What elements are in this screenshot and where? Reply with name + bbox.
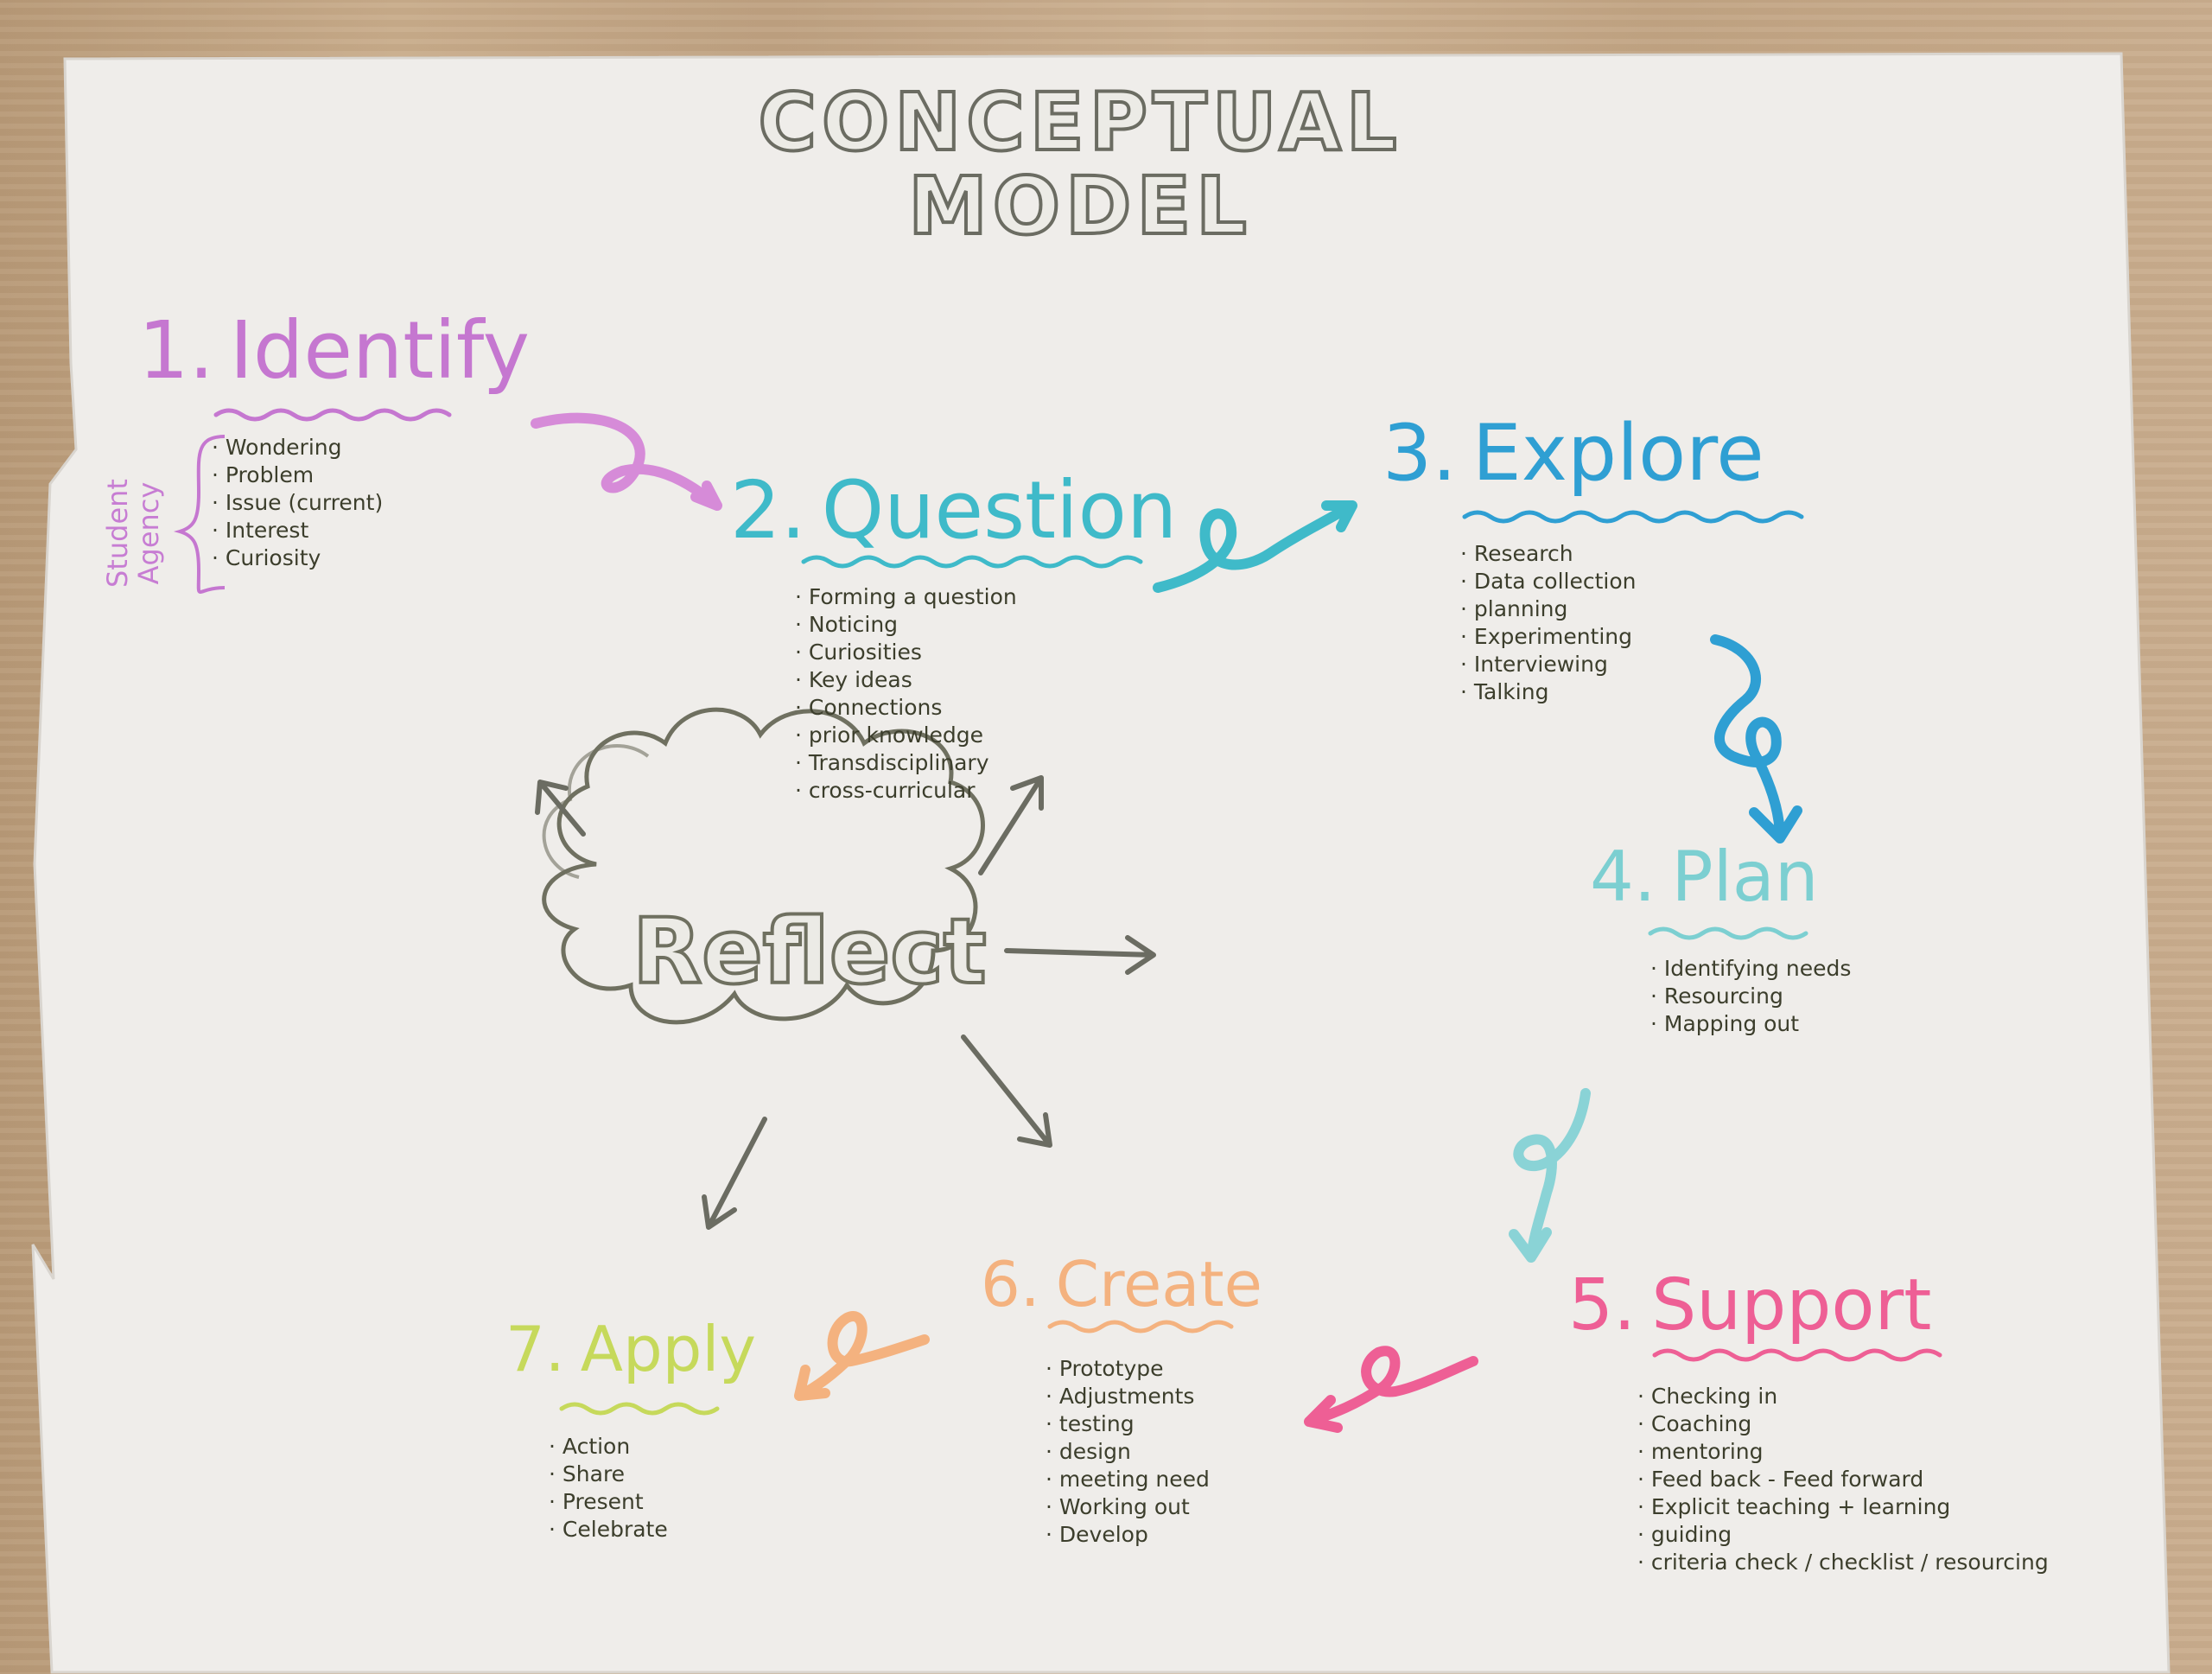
step-2-number: 2.: [730, 464, 806, 557]
step-4-items: Identifying needsResourcingMapping out: [1650, 955, 1851, 1038]
list-item: Coaching: [1637, 1410, 2049, 1438]
reflect-label: Reflect: [631, 897, 988, 1006]
list-item: testing: [1046, 1410, 1210, 1438]
list-item: Present: [549, 1488, 668, 1516]
list-item: Curiosity: [212, 544, 383, 572]
step-6-number: 6.: [981, 1248, 1040, 1321]
step-6-heading: 6.Create: [981, 1253, 1262, 1315]
list-item: Identifying needs: [1650, 955, 1851, 983]
step-1-number: 1.: [138, 304, 214, 397]
step-2-label: Question: [821, 464, 1178, 557]
arrow-4-to-5: [1509, 1088, 1591, 1263]
paper-sheet: [31, 52, 2171, 1674]
underline-question: [801, 555, 1143, 569]
underline-support: [1652, 1348, 1942, 1362]
underline-apply: [559, 1402, 720, 1416]
list-item: Research: [1460, 540, 1637, 568]
list-item: Mapping out: [1650, 1010, 1851, 1038]
list-item: Share: [549, 1461, 668, 1488]
list-item: Wondering: [212, 434, 383, 461]
reflect-arrows: [535, 775, 1156, 1230]
list-item: Feed back - Feed forward: [1637, 1466, 2049, 1493]
list-item: Celebrate: [549, 1516, 668, 1544]
list-item: Forming a question: [795, 583, 1017, 611]
list-item: Noticing: [795, 611, 1017, 639]
underline-plan: [1648, 926, 1808, 940]
list-item: meeting need: [1046, 1466, 1210, 1493]
step-5-number: 5.: [1568, 1264, 1637, 1346]
list-item: Key ideas: [795, 666, 1017, 694]
arrow-2-to-3: [1153, 500, 1357, 593]
list-item: Interviewing: [1460, 651, 1637, 678]
step-6-items: PrototypeAdjustmentstestingdesignmeeting…: [1046, 1355, 1210, 1549]
underline-create: [1047, 1320, 1234, 1333]
list-item: Checking in: [1637, 1383, 2049, 1410]
title-line-1: CONCEPTUAL: [757, 74, 1402, 170]
step-1-items: WonderingProblemIssue (current)InterestC…: [212, 434, 383, 572]
list-item: Develop: [1046, 1521, 1210, 1549]
step-4-number: 4.: [1590, 837, 1656, 917]
list-item: Interest: [212, 517, 383, 544]
arrow-6-to-7: [794, 1311, 930, 1401]
list-item: Experimenting: [1460, 623, 1637, 651]
list-item: design: [1046, 1438, 1210, 1466]
step-1-heading: 1.Identify: [138, 311, 530, 391]
reflect-cloud: [542, 707, 985, 1025]
list-item: guiding: [1637, 1521, 2049, 1549]
list-item: Resourcing: [1650, 983, 1851, 1010]
underline-identify: [213, 408, 452, 422]
list-item: Talking: [1460, 678, 1637, 706]
list-item: mentoring: [1637, 1438, 2049, 1466]
step-1-label: Identify: [229, 304, 531, 397]
title-line-2: MODEL: [906, 158, 1252, 254]
list-item: criteria check / checklist / resourcing: [1637, 1549, 2049, 1576]
underline-explore: [1462, 510, 1804, 524]
step-5-label: Support: [1651, 1264, 1932, 1346]
list-item: Explicit teaching + learning: [1637, 1493, 2049, 1521]
step-5-items: Checking inCoachingmentoringFeed back - …: [1637, 1383, 2049, 1576]
list-item: Adjustments: [1046, 1383, 1210, 1410]
list-item: Transdisciplinary: [795, 749, 1017, 777]
list-item: prior knowledge: [795, 722, 1017, 749]
step-2-items: Forming a questionNoticingCuriositiesKey…: [795, 583, 1017, 805]
list-item: Problem: [212, 461, 383, 489]
student-agency-line-2: Agency: [132, 481, 165, 585]
step-7-heading: 7.Apply: [505, 1318, 756, 1380]
step-3-items: ResearchData collectionplanningExperimen…: [1460, 540, 1637, 706]
step-4-label: Plan: [1671, 837, 1819, 917]
list-item: planning: [1460, 595, 1637, 623]
step-4-heading: 4.Plan: [1590, 843, 1819, 912]
step-3-number: 3.: [1382, 408, 1457, 499]
arrow-1-to-2: [531, 412, 722, 511]
step-7-label: Apply: [580, 1313, 756, 1385]
list-item: Data collection: [1460, 568, 1637, 595]
student-agency-label: Student Agency: [101, 479, 165, 588]
list-item: Action: [549, 1433, 668, 1461]
step-3-label: Explore: [1471, 408, 1764, 499]
step-2-heading: 2.Question: [730, 471, 1177, 551]
step-7-items: ActionSharePresentCelebrate: [549, 1433, 668, 1544]
agency-bracket: [173, 435, 226, 594]
list-item: cross-curricular: [795, 777, 1017, 805]
arrow-5-to-6: [1304, 1346, 1478, 1433]
step-6-label: Create: [1055, 1248, 1262, 1321]
arrow-3-to-4: [1710, 634, 1802, 843]
list-item: Connections: [795, 694, 1017, 722]
list-item: Prototype: [1046, 1355, 1210, 1383]
student-agency-line-1: Student: [101, 479, 134, 588]
list-item: Working out: [1046, 1493, 1210, 1521]
step-5-heading: 5.Support: [1568, 1270, 1931, 1341]
step-3-heading: 3.Explore: [1382, 415, 1764, 493]
step-7-number: 7.: [505, 1313, 565, 1385]
list-item: Issue (current): [212, 489, 383, 517]
list-item: Curiosities: [795, 639, 1017, 666]
